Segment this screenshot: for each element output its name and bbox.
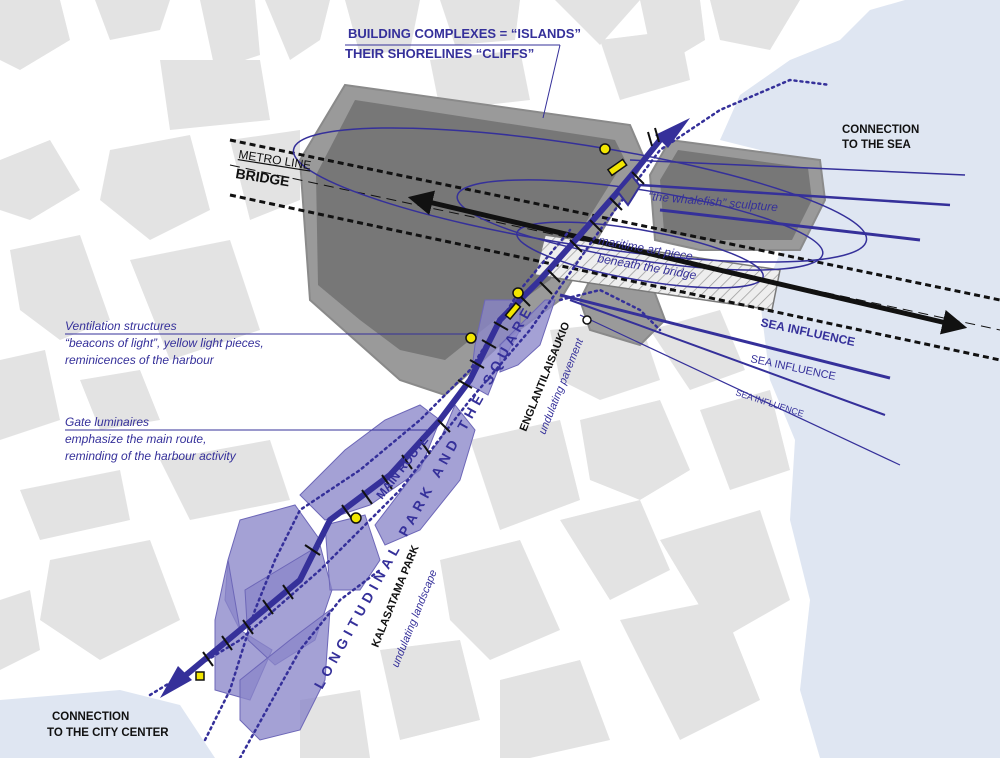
light-piece-4 <box>350 512 362 524</box>
label-complex-line1: BUILDING COMPLEXES = “ISLANDS” <box>348 26 581 41</box>
label-complex-line2: THEIR SHORELINES “CLIFFS” <box>345 46 534 61</box>
sea-area-left <box>0 690 215 758</box>
light-piece-6 <box>504 301 522 321</box>
bridge-direction-arrow <box>407 190 968 335</box>
label-vent-2: “beacons of light”, yellow light pieces, <box>65 336 264 350</box>
label-connection-sea-1: CONNECTION <box>842 124 919 136</box>
ventilation-light-pieces <box>195 143 628 681</box>
label-vent-3: reminicences of the harbour <box>65 353 215 367</box>
annotation-leaders <box>65 44 561 431</box>
main-route-arrow-south <box>160 666 192 698</box>
light-piece-7 <box>195 671 205 681</box>
main-route-arrow-north <box>655 118 690 148</box>
label-city-2: TO THE CITY CENTER <box>47 727 169 739</box>
light-piece-3 <box>465 332 477 344</box>
label-city-1: CONNECTION <box>52 711 129 723</box>
whalefish-sculpture-marker <box>616 174 642 207</box>
label-gate-1: Gate luminaires <box>65 415 149 429</box>
label-gate-2: emphasize the main route, <box>65 432 206 446</box>
main-route-line <box>177 137 663 683</box>
light-piece-5 <box>606 158 628 177</box>
label-vent-1: Ventilation structures <box>65 319 177 333</box>
light-piece-1 <box>599 143 611 155</box>
label-connection-sea-2: TO THE SEA <box>842 139 911 151</box>
park-areas <box>214 299 556 741</box>
label-gate-3: reminding of the harbour activity <box>65 449 237 463</box>
englantilaisaukio-marker <box>582 315 592 325</box>
light-piece-2 <box>512 287 524 299</box>
city-blocks <box>0 0 800 758</box>
